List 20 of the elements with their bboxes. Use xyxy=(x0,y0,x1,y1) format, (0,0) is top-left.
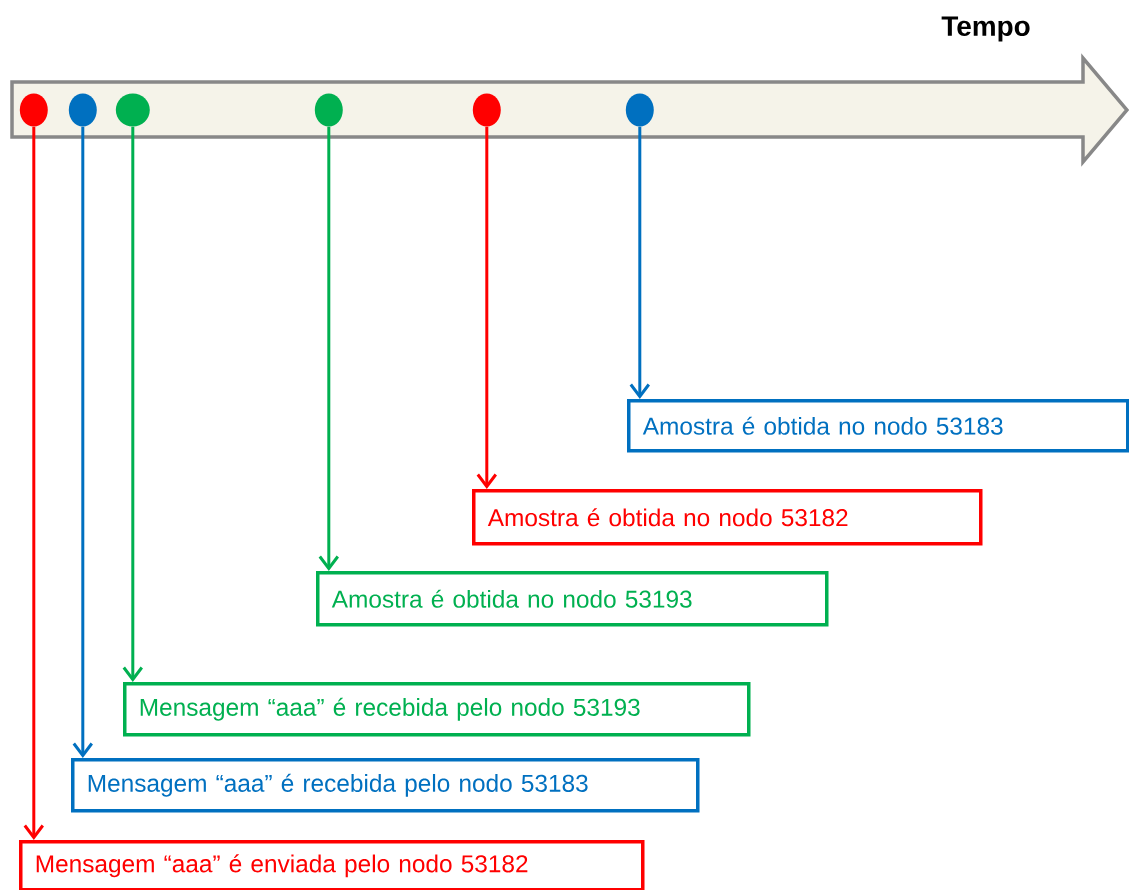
arrow xyxy=(629,126,650,399)
event-box: Mensagem “aaa” é enviada pelo nodo 53182 xyxy=(19,840,645,890)
axis-title: Tempo xyxy=(941,16,1030,42)
event-box: Amostra é obtida no nodo 53193 xyxy=(316,571,829,627)
event-box: Amostra é obtida no nodo 53182 xyxy=(472,489,983,546)
event-dot xyxy=(625,93,654,127)
event-box: Mensagem “aaa” é recebida pelo nodo 53193 xyxy=(123,682,751,737)
event-dot xyxy=(115,93,150,127)
arrow xyxy=(122,126,143,682)
arrow xyxy=(72,126,93,758)
event-dot xyxy=(19,93,48,127)
event-box: Mensagem “aaa” é recebida pelo nodo 53183 xyxy=(71,758,700,813)
timeline-arrow xyxy=(10,53,1129,167)
event-box: Amostra é obtida no nodo 53183 xyxy=(627,399,1129,453)
arrow xyxy=(476,126,497,489)
event-dot xyxy=(472,93,501,127)
arrow xyxy=(318,126,339,571)
arrow xyxy=(23,126,44,840)
event-dot xyxy=(68,93,97,127)
event-dot xyxy=(314,93,343,127)
